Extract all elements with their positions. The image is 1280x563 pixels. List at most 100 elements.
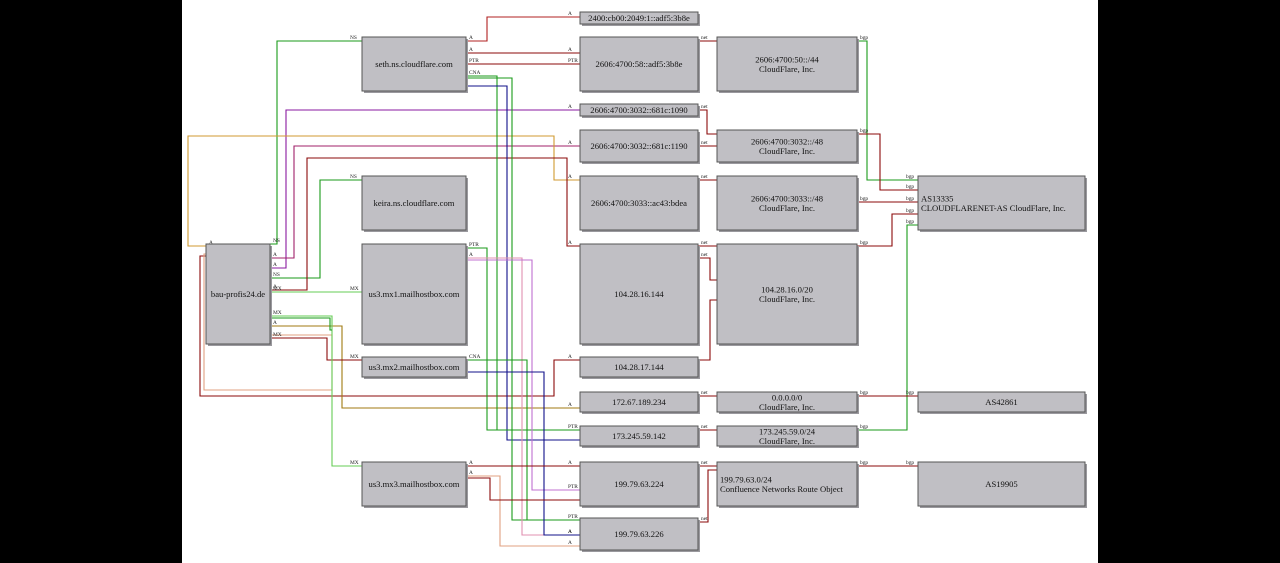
- edge-label: CNA: [469, 354, 480, 360]
- node-box: [716, 243, 858, 345]
- edge-label: net: [701, 104, 708, 110]
- node-label: CloudFlare, Inc.: [759, 64, 815, 74]
- edge-label: PTR: [568, 484, 578, 490]
- edge-seth-cname-b: [466, 85, 580, 441]
- edge-a-17: [199, 255, 580, 397]
- edge-label: bgp: [860, 390, 868, 396]
- edge-label: MX: [273, 286, 282, 292]
- node-ip-173[interactable]: 173.245.59.142: [579, 425, 700, 448]
- edge-label: A: [273, 284, 277, 290]
- node-ip-104-144[interactable]: 104.28.16.144: [579, 243, 700, 346]
- node-ip6-2606-58[interactable]: 2606:4700:58::adf5:3b8e: [579, 36, 700, 93]
- node-box: [579, 243, 699, 345]
- node-box: [361, 356, 467, 378]
- node-ip-104-17[interactable]: 104.28.17.144: [579, 356, 700, 379]
- node-mx3[interactable]: us3.mx3.mailhostbox.com: [361, 461, 468, 508]
- edge-label: net: [701, 140, 708, 146]
- node-as19905[interactable]: AS19905: [917, 461, 1087, 508]
- node-box: [579, 36, 699, 92]
- edge-label: bgp: [860, 240, 868, 246]
- node-label: bau-profis24.de: [211, 289, 265, 299]
- edge-label: bgp: [860, 35, 868, 41]
- edge-label: bgp: [906, 196, 914, 202]
- edge-label: bgp: [906, 208, 914, 214]
- node-label: 2606:4700:3032::681c:1190: [590, 141, 687, 151]
- edge-label: net: [701, 252, 708, 258]
- node-label: 2606:4700:3032::/48: [751, 136, 823, 146]
- node-ip-199-224[interactable]: 199.79.63.224: [579, 461, 700, 508]
- node-label: CloudFlare, Inc.: [759, 436, 815, 446]
- edge-label: bgp: [860, 460, 868, 466]
- edge-label: PTR: [469, 58, 479, 64]
- node-as42861[interactable]: AS42861: [917, 391, 1087, 414]
- edge-label: A: [209, 240, 213, 246]
- edge-layer: NSNSNSNSAAAAAAAAAAAAMXMXMXMXMXMXAAAAPTRP…: [187, 11, 918, 547]
- edge-label: A: [568, 529, 572, 535]
- edge-a-104: [270, 157, 580, 291]
- node-box: [716, 461, 858, 507]
- node-domain[interactable]: bau-profis24.de: [205, 243, 272, 346]
- node-box: [579, 129, 699, 163]
- node-label: 2606:4700:3033::ac43:bdea: [591, 198, 687, 208]
- node-label: seth.ns.cloudflare.com: [375, 59, 453, 69]
- node-box: [579, 425, 699, 447]
- edge-b-104: [857, 213, 918, 247]
- node-label: 104.28.16.0/20: [761, 284, 813, 294]
- edge-label: NS: [273, 238, 280, 244]
- node-ip6-2400[interactable]: 2400:cb00:2049:1::adf5:3b8e: [579, 11, 700, 26]
- edge-label: A: [568, 529, 572, 535]
- node-mx1[interactable]: us3.mx1.mailhostbox.com: [361, 243, 468, 346]
- edge-a-1190: [270, 145, 580, 259]
- edge-label: net: [701, 516, 708, 522]
- node-ns-seth[interactable]: seth.ns.cloudflare.com: [361, 36, 468, 93]
- node-box: [716, 36, 858, 92]
- node-label: keira.ns.cloudflare.com: [374, 198, 455, 208]
- node-ip6-1090[interactable]: 2606:4700:3032::681c:1090: [579, 103, 700, 118]
- node-box: [361, 461, 467, 507]
- edge-label: bgp: [906, 390, 914, 396]
- node-label: AS19905: [985, 479, 1017, 489]
- edge-label: A: [568, 460, 572, 466]
- edge-mx2: [270, 337, 362, 361]
- edge-label: A: [568, 402, 572, 408]
- node-ip6-1190[interactable]: 2606:4700:3032::681c:1190: [579, 129, 700, 164]
- node-ip6-bdea[interactable]: 2606:4700:3033::ac43:bdea: [579, 175, 700, 232]
- node-box: [579, 175, 699, 231]
- node-label: 2400:cb00:2049:1::adf5:3b8e: [588, 13, 690, 23]
- node-label: 2606:4700:50::/44: [755, 54, 819, 64]
- edge-label: A: [568, 240, 572, 246]
- node-ns-keira[interactable]: keira.ns.cloudflare.com: [361, 175, 468, 232]
- edge-label: MX: [273, 332, 282, 338]
- node-layer: bau-profis24.de seth.ns.cloudflare.com kei…: [205, 11, 1087, 552]
- edge-label: A: [568, 540, 572, 546]
- node-mx2[interactable]: us3.mx2.mailhostbox.com: [361, 356, 468, 379]
- edge-label: bgp: [860, 424, 868, 430]
- node-ip-172[interactable]: 172.67.189.234: [579, 391, 700, 414]
- node-box: [716, 391, 858, 413]
- node-label: 2606:4700:3032::681c:1090: [590, 105, 687, 115]
- edge-label: CNA: [469, 70, 480, 76]
- node-box: [579, 103, 699, 117]
- node-label: Confluence Networks Route Object: [720, 484, 844, 494]
- node-box: [361, 175, 467, 231]
- node-label: 0.0.0.0/0: [772, 392, 802, 402]
- edge-label: PTR: [568, 58, 578, 64]
- node-label: 173.245.59.142: [612, 431, 666, 441]
- edge-label: bgp: [906, 184, 914, 190]
- node-box: [917, 175, 1086, 231]
- node-label: CloudFlare, Inc.: [759, 402, 815, 412]
- node-ip-199-226[interactable]: 199.79.63.226: [579, 517, 700, 552]
- node-box: [716, 175, 858, 231]
- edge-label: NS: [350, 174, 357, 180]
- node-label: 104.28.16.144: [614, 289, 664, 299]
- node-box: [579, 461, 699, 507]
- edge-label: net: [701, 174, 708, 180]
